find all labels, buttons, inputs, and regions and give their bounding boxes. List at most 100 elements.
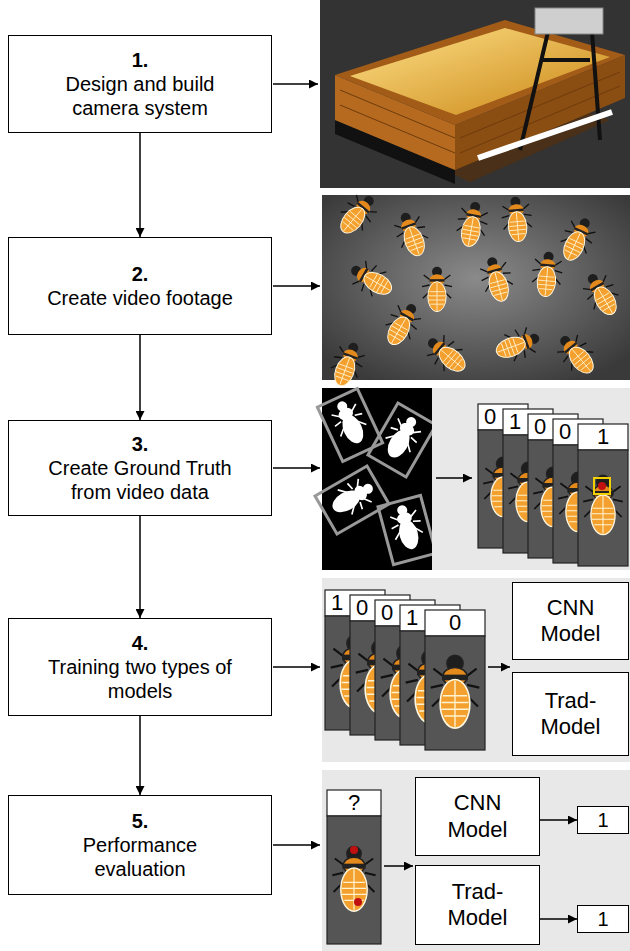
ground-truth-crops-part <box>478 404 628 566</box>
box-text: Create video footage <box>47 286 233 310</box>
ground-truth-crops-part <box>436 477 472 479</box>
model-box: CNN Model <box>415 777 540 856</box>
segmentation-mask-part <box>378 410 426 464</box>
evaluation-panel-part <box>322 770 630 951</box>
bee-video-frame-part <box>476 254 517 305</box>
box-text: Performance evaluation <box>39 833 241 881</box>
box-text: Trad-Model <box>519 688 622 741</box>
box-text: 1 <box>597 907 608 931</box>
camera-system-render-part <box>340 72 620 153</box>
training-panel <box>322 578 630 762</box>
bee-video-frame-part <box>577 267 625 321</box>
segmentation-mask-part <box>368 403 436 477</box>
process-box: 1.Design and build camera system <box>8 35 272 133</box>
box-text: Design and build camera system <box>39 72 241 120</box>
bee-video-frame-part <box>378 297 426 351</box>
bee-video-frame-part <box>554 213 600 266</box>
flow-arrow <box>139 133 141 237</box>
segmentation-mask-part <box>315 466 389 534</box>
step-number: 1. <box>132 48 149 72</box>
bee-video-frame-part <box>332 187 384 241</box>
bee-video-frame-part <box>390 208 434 261</box>
evaluation-panel-part-part <box>332 846 375 911</box>
training-panel-part <box>488 666 510 668</box>
training-panel-part-part <box>425 610 485 636</box>
ground-truth-crops-part-part <box>578 424 628 450</box>
card-label: 0 <box>427 611 483 635</box>
box-text: Trad-Model <box>422 879 533 932</box>
bee-video-frame-part <box>500 195 534 242</box>
card-label: 1 <box>401 606 423 630</box>
flow-arrow <box>540 819 577 821</box>
step-number: 4. <box>132 631 149 655</box>
process-box: 2.Create video footage <box>8 237 272 335</box>
step-picture-arrows-part <box>273 83 318 85</box>
card-label: 0 <box>479 405 501 429</box>
ground-truth-crops-part <box>598 482 606 490</box>
camera-system-render <box>320 0 630 188</box>
evaluation-panel-part-part <box>327 816 381 944</box>
ground-truth-crops-part <box>594 478 610 494</box>
step-picture-arrows-part <box>273 285 320 287</box>
box-text: 1 <box>597 808 608 832</box>
segmentation-mask-part <box>327 396 373 449</box>
evaluation-panel-part <box>327 790 381 944</box>
step-picture-arrows-part <box>273 467 320 469</box>
evaluation-panel-part <box>350 846 358 854</box>
camera-system-render-part <box>478 112 612 158</box>
segmentation-mask-part <box>326 473 380 521</box>
segmentation-mask-part <box>378 495 436 564</box>
evaluation-panel-part <box>384 865 413 867</box>
bee-video-frame <box>322 187 630 390</box>
segmentation-mask-part <box>386 502 427 553</box>
process-box: 3.Create Ground Truth from video data <box>8 420 272 516</box>
card-label: 1 <box>580 425 626 449</box>
bee-video-frame-part <box>530 250 564 297</box>
model-box: Trad-Model <box>512 672 629 756</box>
camera-system-render-part <box>320 0 630 188</box>
box-text: CNN Model <box>422 790 533 843</box>
ground-truth-crops <box>432 388 630 570</box>
segmentation-mask <box>315 388 436 570</box>
model-box: Trad-Model <box>415 865 540 945</box>
step-number: 3. <box>132 432 149 456</box>
bee-video-frame-part <box>492 323 545 367</box>
evaluation-panel-part <box>354 898 362 906</box>
bee-video-frame-part <box>551 327 603 381</box>
card-label: 0 <box>376 601 398 625</box>
evaluation-panel <box>322 770 630 951</box>
evaluation-panel-part-part <box>327 790 381 816</box>
box-text: CNN Model <box>519 595 622 648</box>
flow-arrow <box>540 918 577 920</box>
training-panel-part <box>325 590 485 750</box>
card-label: 0 <box>554 420 576 444</box>
box-text: Training two types of models <box>39 655 241 703</box>
bee-video-frame-part <box>453 199 490 249</box>
training-panel-part-part <box>431 655 480 728</box>
card-label: 0 <box>351 596 373 620</box>
bee-video-frame-part <box>325 338 369 391</box>
training-panel-part-part <box>425 636 485 750</box>
camera-system-render-part <box>535 8 603 34</box>
card-label: ? <box>329 791 379 815</box>
step-number: 5. <box>132 809 149 833</box>
camera-system-render-part <box>335 20 625 125</box>
step-picture-arrows <box>273 84 320 845</box>
flow-arrow <box>139 716 141 795</box>
training-panel-part <box>322 578 630 762</box>
output-box: 1 <box>577 905 629 933</box>
segmentation-mask-part <box>317 389 382 462</box>
step-picture-arrows-part <box>273 666 320 668</box>
segmentation-mask-part <box>322 388 432 570</box>
ground-truth-crops-part <box>432 388 630 570</box>
process-box: 5.Performance evaluation <box>8 795 272 895</box>
card-label: 1 <box>504 410 526 434</box>
camera-system-render-part <box>350 28 610 115</box>
ground-truth-crops-part-part <box>583 475 623 534</box>
card-label: 1 <box>326 591 348 615</box>
flow-arrow <box>139 335 141 420</box>
bee-video-frame-part <box>419 329 473 381</box>
process-box: 4.Training two types of models <box>8 618 272 716</box>
card-label: 0 <box>529 415 551 439</box>
